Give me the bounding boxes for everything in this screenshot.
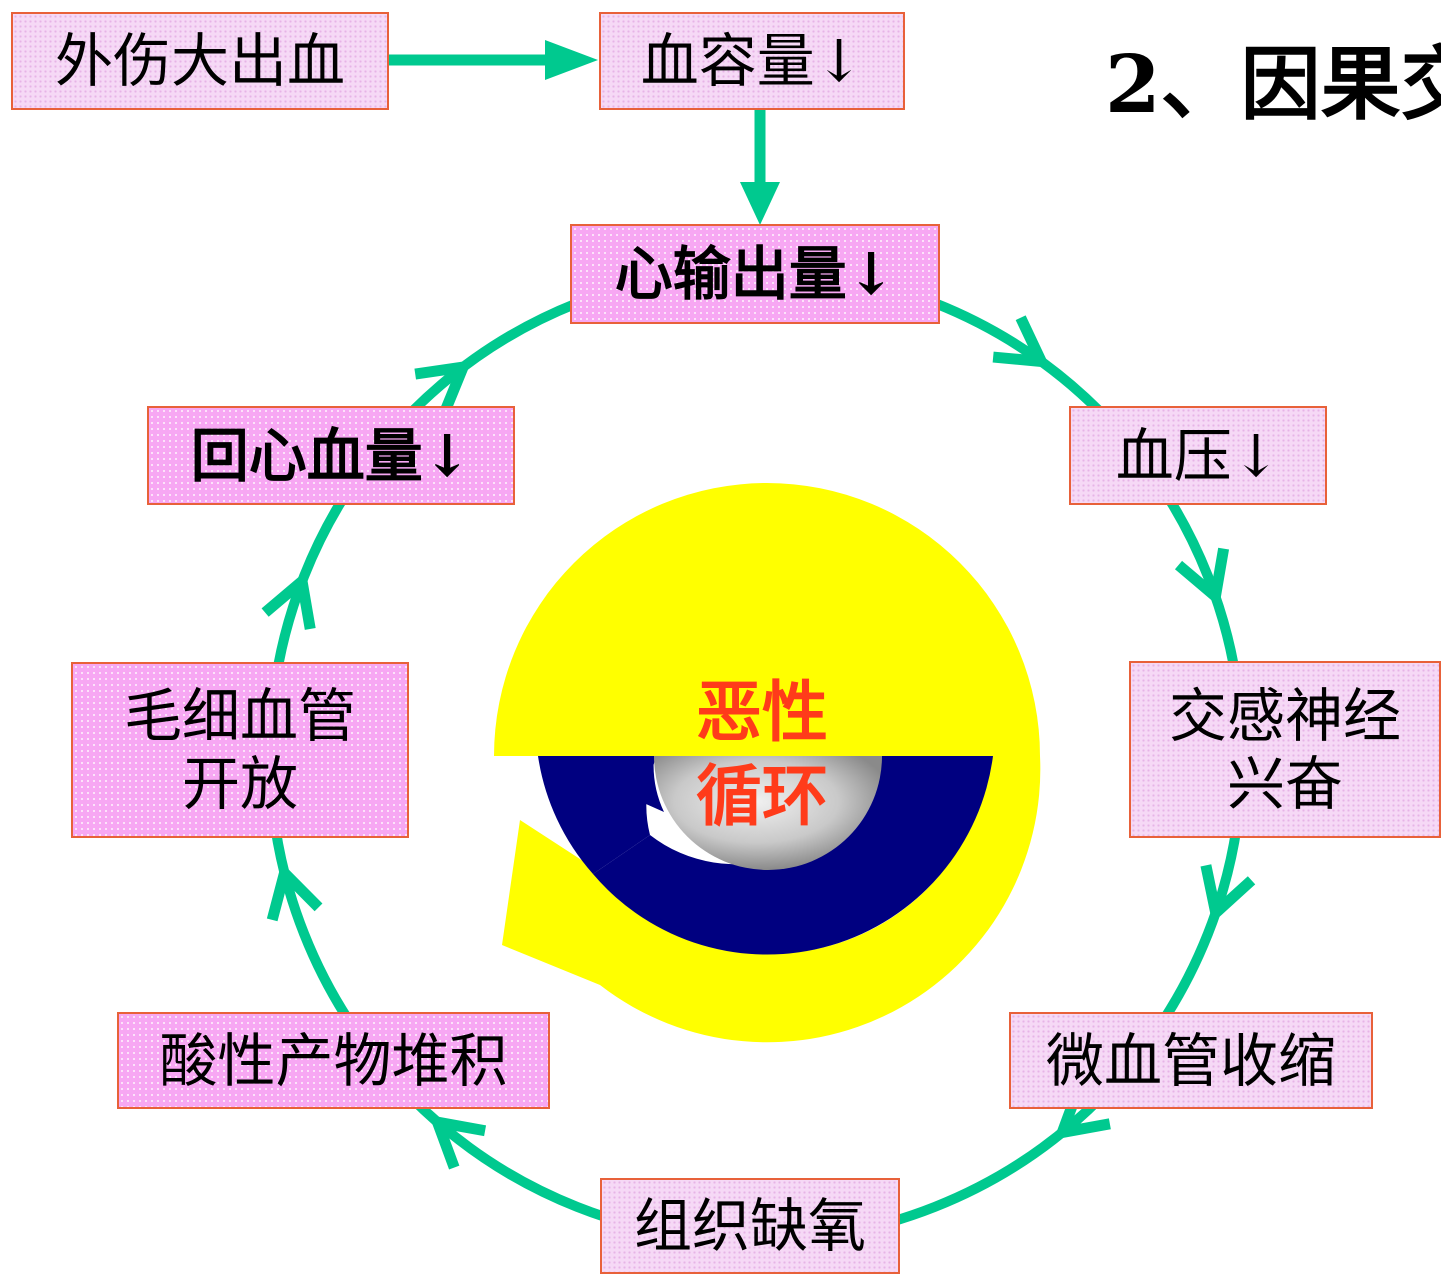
box-cardiac-output: 心输出量↓ <box>570 224 940 324</box>
box-microvessel: 微血管收缩 <box>1009 1012 1373 1109</box>
arrow-trauma-to-volume-head <box>545 40 598 80</box>
cycle-arrowhead-2 <box>1174 547 1230 607</box>
center-label: 恶性 循环 <box>696 673 828 835</box>
box-hypoxia: 组织缺氧 <box>600 1178 900 1274</box>
cycle-arrowhead-1 <box>992 315 1051 368</box>
box-sympathetic: 交感神经 兴奋 <box>1129 661 1441 838</box>
cycle-arrowhead-8 <box>414 360 472 414</box>
cycle-arrowhead-7 <box>261 570 316 630</box>
page-title: 2、因果交 <box>1105 37 1441 131</box>
arrow-volume-to-output-head <box>740 182 780 225</box>
emblem-yellow-arc <box>502 756 1041 1043</box>
emblem-navy-left <box>538 756 657 874</box>
vicious-cycle-emblem <box>494 483 1041 1043</box>
emblem-navy-ring <box>538 756 993 955</box>
cycle-arrowhead-5 <box>428 1115 487 1170</box>
cycle-arrowhead-6 <box>266 862 323 922</box>
emblem-yellow-top <box>494 483 1040 756</box>
box-capillary-open: 毛细血管 开放 <box>71 662 409 838</box>
box-blood-volume: 血容量↓ <box>599 12 905 110</box>
moon-icon <box>654 756 882 870</box>
box-acid-accumulation: 酸性产物堆积 <box>117 1012 550 1109</box>
box-blood-pressure: 血压↓ <box>1069 406 1327 505</box>
box-trauma-bleeding: 外伤大出血 <box>11 12 389 110</box>
cycle-arrowhead-3 <box>1200 864 1256 924</box>
box-venous-return: 回心血量↓ <box>147 406 515 505</box>
